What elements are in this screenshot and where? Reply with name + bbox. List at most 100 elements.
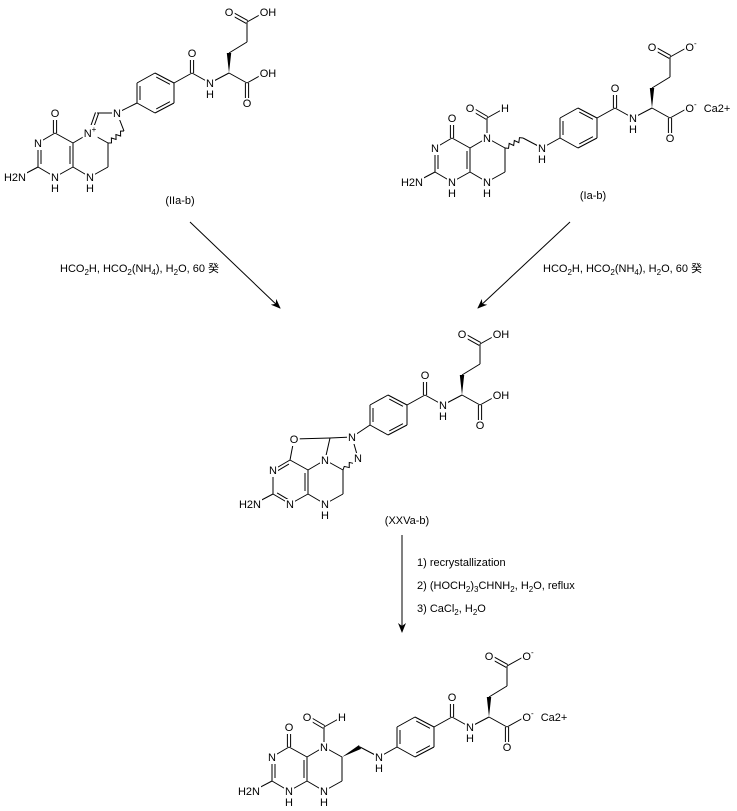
product-atom-n5: N — [320, 742, 328, 754]
label-halo — [258, 7, 278, 19]
label-halo — [258, 68, 278, 80]
ia-atom-nlh: H — [538, 154, 546, 166]
xxva-atom-nah: H — [439, 411, 447, 423]
iia-atom-n2: H2N — [4, 172, 26, 184]
product-atom-od2: O- — [522, 648, 534, 663]
single-bond — [154, 72, 175, 84]
label-halo — [430, 143, 441, 155]
label-halo — [50, 172, 61, 184]
iia-atom-na: N — [206, 78, 214, 90]
label-halo — [419, 370, 431, 382]
single-bond — [406, 394, 426, 406]
label-halo — [491, 329, 511, 341]
compound-label-ia: (Ia-b) — [580, 190, 606, 202]
single-bond — [433, 716, 453, 728]
label-halo — [438, 411, 449, 423]
ia-atom-nah: H — [629, 124, 637, 136]
product-atom-ion: Ca2+ — [541, 712, 568, 724]
double-bond-inner — [156, 101, 171, 110]
double-bond-inner — [389, 398, 404, 407]
single-bond — [651, 107, 671, 119]
label-halo — [628, 124, 639, 136]
label-halo — [482, 177, 493, 189]
double-bond-inner — [276, 463, 290, 472]
label-halo — [491, 390, 511, 402]
label-halo — [416, 580, 577, 594]
iia-atom-n8h: H — [86, 183, 94, 195]
xxva-atom-o4: O — [290, 434, 299, 446]
xxva-atom-od2: OH — [493, 329, 510, 341]
xxva-atom-oc: O — [421, 370, 430, 382]
wedge-bond — [649, 88, 655, 108]
ia-atom-oc: O — [611, 83, 620, 95]
label-halo — [164, 195, 196, 207]
product-atom-nah: H — [466, 733, 474, 745]
single-bond — [461, 363, 481, 376]
label-halo — [284, 797, 295, 809]
label-halo — [319, 797, 330, 809]
single-bond — [288, 746, 308, 758]
label-halo — [285, 499, 296, 511]
label-halo — [283, 722, 295, 734]
single-bond — [559, 137, 579, 149]
xxva-atom-n5: N — [321, 455, 329, 467]
single-bond — [559, 107, 579, 119]
single-bond — [369, 394, 389, 406]
xxva-atom-od1: O — [458, 329, 467, 341]
label-halo — [59, 261, 221, 277]
ia-atom-n2: H2N — [401, 177, 423, 189]
iia-atom-n3: N — [34, 138, 42, 150]
xxva-atom-n8h: H — [321, 510, 329, 522]
label-halo — [521, 648, 535, 663]
single-bond — [136, 102, 156, 114]
product-atom-hf: H — [338, 712, 346, 724]
label-halo — [578, 190, 608, 202]
label-halo — [537, 143, 548, 155]
compound-label-xxva: (XXVa-b) — [385, 515, 429, 527]
label-halo — [464, 103, 476, 115]
product-atom-n3: N — [268, 752, 276, 764]
ia-atom-hf: H — [501, 103, 509, 115]
ia-atom-n8: N — [483, 177, 491, 189]
product-atom-n1h: H — [285, 797, 293, 809]
product-atom-ox2: O — [503, 742, 512, 754]
label-halo — [482, 188, 493, 200]
ia-atom-na: N — [629, 113, 637, 125]
single-bond — [228, 41, 248, 54]
label-halo — [628, 113, 639, 125]
label-halo — [347, 432, 358, 444]
label-halo — [542, 261, 704, 277]
label-halo — [284, 786, 295, 798]
conditions-right: HCO2H, HCO2(NH4), H2O, 60 癸 — [543, 261, 702, 277]
label-halo — [501, 742, 513, 754]
label-halo — [684, 39, 698, 54]
product-atom-na: N — [466, 722, 474, 734]
single-bond — [173, 72, 193, 84]
label-halo — [483, 651, 495, 663]
xxva-atom-n1: N — [286, 499, 294, 511]
label-halo — [447, 188, 458, 200]
ia-atom-od2: O- — [685, 39, 697, 54]
wavy-bond — [504, 137, 524, 149]
single-bond — [651, 76, 671, 89]
label-halo — [684, 100, 698, 115]
label-halo — [319, 742, 330, 754]
label-halo — [500, 103, 511, 115]
product-atom-nlh: H — [375, 763, 383, 775]
product-atom-ox1: O- — [522, 709, 534, 724]
single-bond — [136, 72, 156, 84]
iia-atom-od2: OH — [260, 7, 277, 19]
single-bond — [387, 394, 408, 406]
single-bond — [596, 107, 616, 119]
double-bond-inner — [579, 111, 594, 120]
label-halo — [465, 722, 476, 734]
label-halo — [301, 712, 313, 724]
ia-atom-ox2: O — [666, 133, 675, 145]
double-bond-inner — [389, 423, 404, 432]
product-atom-n2: H2N — [238, 786, 260, 798]
label-halo — [320, 499, 331, 511]
ia-atom-n1: N — [448, 177, 456, 189]
label-halo — [416, 603, 488, 617]
